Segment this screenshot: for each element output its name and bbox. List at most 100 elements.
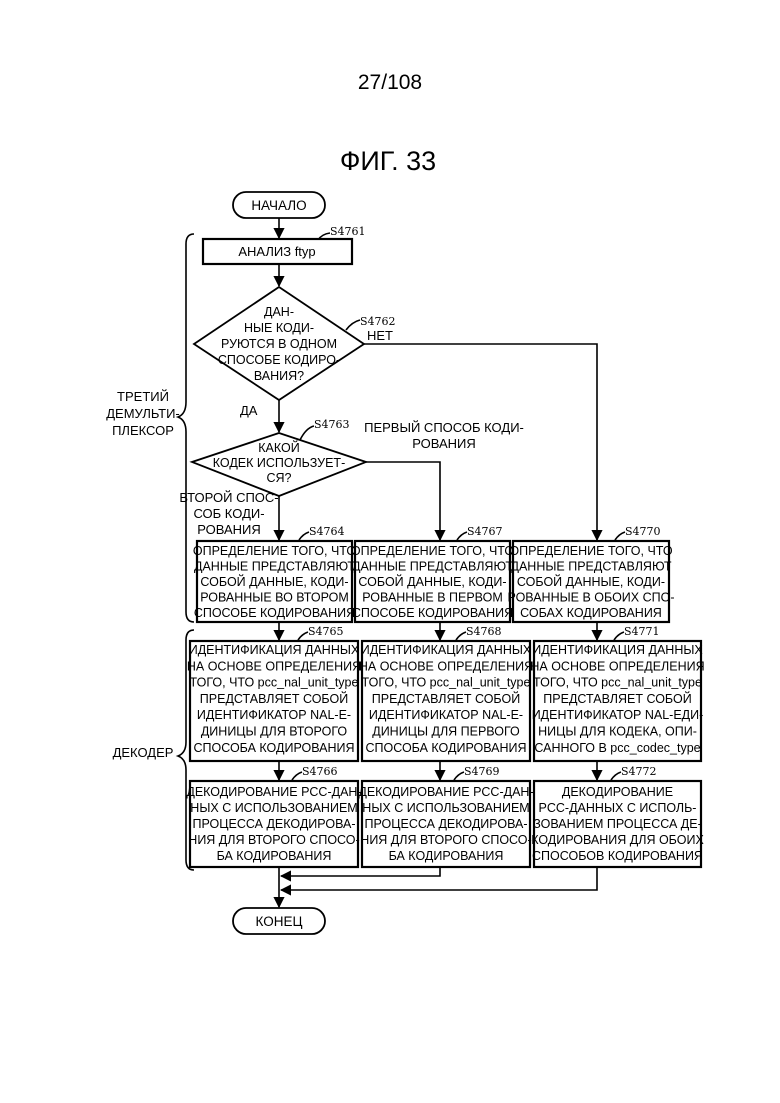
step-id-s4772: S4772 — [621, 765, 657, 778]
demux-label-line: ТРЕТИЙ — [117, 389, 169, 404]
step-determine-both: ОПРЕДЕЛЕНИЕ ТОГО, ЧТОДАННЫЕ ПРЕДСТАВЛЯЮТ… — [508, 541, 675, 622]
step-line: ДАННЫЕ ПРЕДСТАВЛЯЮТ — [194, 560, 355, 574]
step-line: ИДЕНТИФИКАТОР NAL-Е- — [197, 708, 351, 722]
step-line: НЫХ С ИСПОЛЬЗОВАНИЕМ — [362, 801, 529, 815]
step-line: РОВАННЫЕ В ПЕРВОМ — [362, 591, 503, 605]
step-line: НА ОСНОВЕ ОПРЕДЕЛЕНИЯ — [187, 659, 361, 673]
figure-title: ФИГ. 33 — [340, 146, 436, 176]
step-id-s4770: S4770 — [625, 525, 661, 538]
branch-label-line: ВТОРОЙ СПОС- — [179, 490, 278, 505]
decision-line: КОДЕК ИСПОЛЬЗУЕТ- — [213, 456, 345, 470]
step-line: САННОГО В pcc_codec_type — [534, 741, 700, 755]
decision-line: РУЮТСЯ В ОДНОМ — [221, 337, 337, 351]
step-line: ПРЕДСТАВЛЯЕТ СОБОЙ — [372, 691, 520, 706]
step-id-s4767: S4767 — [467, 525, 503, 538]
step-line: РОВАННЫЕ В ОБОИХ СПО- — [508, 591, 675, 605]
leader-s4762 — [346, 320, 360, 330]
decision-line: СПОСОБЕ КОДИРО- — [218, 353, 340, 367]
demux-brace — [178, 234, 194, 622]
step-line: ЗОВАНИЕМ ПРОЦЕССА ДЕ- — [533, 817, 702, 831]
start-label: НАЧАЛО — [251, 198, 306, 213]
step-identify-second: ИДЕНТИФИКАЦИЯ ДАННЫХ НА ОСНОВЕ ОПРЕДЕЛЕНИ… — [187, 641, 361, 761]
leader-s4766 — [292, 772, 302, 780]
step-id-s4762: S4762 — [360, 315, 396, 328]
step-line: ИДЕНТИФИКАТОР NAL-Е- — [369, 708, 523, 722]
step-id-s4769: S4769 — [464, 765, 500, 778]
step-line: ОПРЕДЕЛЕНИЕ ТОГО, ЧТО — [193, 544, 356, 558]
step-line: ТОГО, ЧТО pcc_nal_unit_type — [533, 676, 702, 690]
step-determine-first: ОПРЕДЕЛЕНИЕ ТОГО, ЧТОДАННЫЕ ПРЕДСТАВЛЯЮТ… — [351, 541, 514, 622]
decision-line: НЫЕ КОДИ- — [244, 321, 314, 335]
leader-s4767 — [457, 532, 467, 540]
branch-label-line: ПЕРВЫЙ СПОСОБ КОДИ- — [364, 420, 524, 435]
decision-line: КАКОЙ — [258, 440, 299, 455]
step-line: БА КОДИРОВАНИЯ — [217, 849, 332, 863]
step-line: НА ОСНОВЕ ОПРЕДЕЛЕНИЯ — [530, 659, 704, 673]
step-line: СПОСОБЕ КОДИРОВАНИЯ — [194, 606, 355, 620]
step-line: СПОСОБЕ КОДИРОВАНИЯ — [352, 606, 513, 620]
step-id-s4764: S4764 — [309, 525, 345, 538]
flow-line — [364, 344, 597, 540]
step-id-s4766: S4766 — [302, 765, 338, 778]
flow-line — [281, 868, 597, 890]
branch-label-line: РОВАНИЯ — [412, 436, 476, 451]
step-line: СОБОЙ ДАННЫЕ, КОДИ- — [200, 574, 348, 589]
leader-s4769 — [454, 772, 464, 780]
step-line: ДЕКОДИРОВАНИЕ PCC-ДАН- — [186, 785, 361, 799]
step-line: НИЯ ДЛЯ ВТОРОГО СПОСО- — [360, 833, 531, 847]
label-yes: ДА — [240, 403, 258, 418]
step-line: СОБОЙ ДАННЫЕ, КОДИ- — [358, 574, 506, 589]
flow-line — [281, 868, 440, 876]
step-line: НЫХ С ИСПОЛЬЗОВАНИЕМ — [190, 801, 357, 815]
step-line: ИДЕНТИФИКАЦИЯ ДАННЫХ — [361, 643, 532, 657]
step-line: ДИНИЦЫ ДЛЯ ПЕРВОГО — [372, 725, 520, 739]
leader-s4763 — [300, 426, 314, 440]
decision-line: СЯ? — [266, 471, 291, 485]
step-line: ИДЕНТИФИКАТОР NAL-ЕДИ- — [532, 708, 704, 722]
step-decode-second: ДЕКОДИРОВАНИЕ PCC-ДАН- НЫХ С ИСПОЛЬЗОВАНИ… — [186, 781, 361, 867]
end-label: КОНЕЦ — [256, 914, 303, 929]
step-line: ИДЕНТИФИКАЦИЯ ДАННЫХ — [189, 643, 360, 657]
label-no: НЕТ — [367, 328, 393, 343]
step-id-s4768: S4768 — [466, 625, 502, 638]
step-line: PCC-ДАННЫХ С ИСПОЛЬ- — [539, 801, 697, 815]
step-determine-second: ОПРЕДЕЛЕНИЕ ТОГО, ЧТО ДАННЫЕ ПРЕДСТАВЛЯЮТ… — [193, 541, 356, 622]
step-line: КОДИРОВАНИЯ ДЛЯ ОБОИХ — [531, 833, 704, 847]
decoder-group-label: ДЕКОДЕР — [113, 745, 174, 760]
step-line: ТОГО, ЧТО pcc_nal_unit_type — [190, 676, 359, 690]
step-line: ПРЕДСТАВЛЯЕТ СОБОЙ — [200, 691, 348, 706]
demux-label-line: ДЕМУЛЬТИ- — [106, 406, 180, 421]
step-identify-first: ИДЕНТИФИКАЦИЯ ДАННЫХ НА ОСНОВЕ ОПРЕДЕЛЕНИ… — [359, 641, 533, 761]
step-line: ДЕКОДИРОВАНИЕ PCC-ДАН- — [358, 785, 533, 799]
leader-s4764 — [299, 532, 309, 540]
step-line: НА ОСНОВЕ ОПРЕДЕЛЕНИЯ — [359, 659, 533, 673]
label-first-coding-method: ПЕРВЫЙ СПОСОБ КОДИ-РОВАНИЯ — [364, 420, 524, 451]
label-second-coding-method: ВТОРОЙ СПОС-СОБ КОДИ-РОВАНИЯ — [179, 490, 278, 537]
branch-label-line: РОВАНИЯ — [197, 522, 261, 537]
step-line: СОБАХ КОДИРОВАНИЯ — [520, 606, 662, 620]
step-line: СПОСОБОВ КОДИРОВАНИЯ — [532, 849, 703, 863]
leader-s4770 — [615, 532, 625, 540]
leader-s4765 — [298, 632, 308, 640]
step-line: ДЕКОДИРОВАНИЕ — [562, 785, 673, 799]
step-line: ПРОЦЕССА ДЕКОДИРОВА- — [193, 817, 356, 831]
step-id-s4765: S4765 — [308, 625, 344, 638]
step-line: БА КОДИРОВАНИЯ — [389, 849, 504, 863]
step-decode-first: ДЕКОДИРОВАНИЕ PCC-ДАН- НЫХ С ИСПОЛЬЗОВАНИ… — [358, 781, 533, 867]
step-line: ОПРЕДЕЛЕНИЕ ТОГО, ЧТО — [509, 544, 672, 558]
step-line: ИДЕНТИФИКАЦИЯ ДАННЫХ — [532, 643, 703, 657]
step-line: ОПРЕДЕЛЕНИЕ ТОГО, ЧТО — [351, 544, 514, 558]
demux-label-line: ПЛЕКСОР — [112, 423, 174, 438]
step-line: ПРЕДСТАВЛЯЕТ СОБОЙ — [543, 691, 691, 706]
step-line: НИЦЫ ДЛЯ КОДЕКА, ОПИ- — [538, 725, 697, 739]
step-line: НИЯ ДЛЯ ВТОРОГО СПОСО- — [188, 833, 359, 847]
step-analyze-ftyp-text: АНАЛИЗ ftyp — [238, 244, 315, 259]
step-line: ТОГО, ЧТО pcc_nal_unit_type — [362, 676, 531, 690]
decision-line: ВАНИЯ? — [254, 369, 304, 383]
step-identify-codec: ИДЕНТИФИКАЦИЯ ДАННЫХ НА ОСНОВЕ ОПРЕДЕЛЕНИ… — [530, 641, 704, 761]
flow-line — [366, 462, 440, 540]
step-line: ДИНИЦЫ ДЛЯ ВТОРОГО — [201, 725, 348, 739]
page-number: 27/108 — [358, 71, 422, 94]
leader-s4771 — [614, 632, 624, 640]
